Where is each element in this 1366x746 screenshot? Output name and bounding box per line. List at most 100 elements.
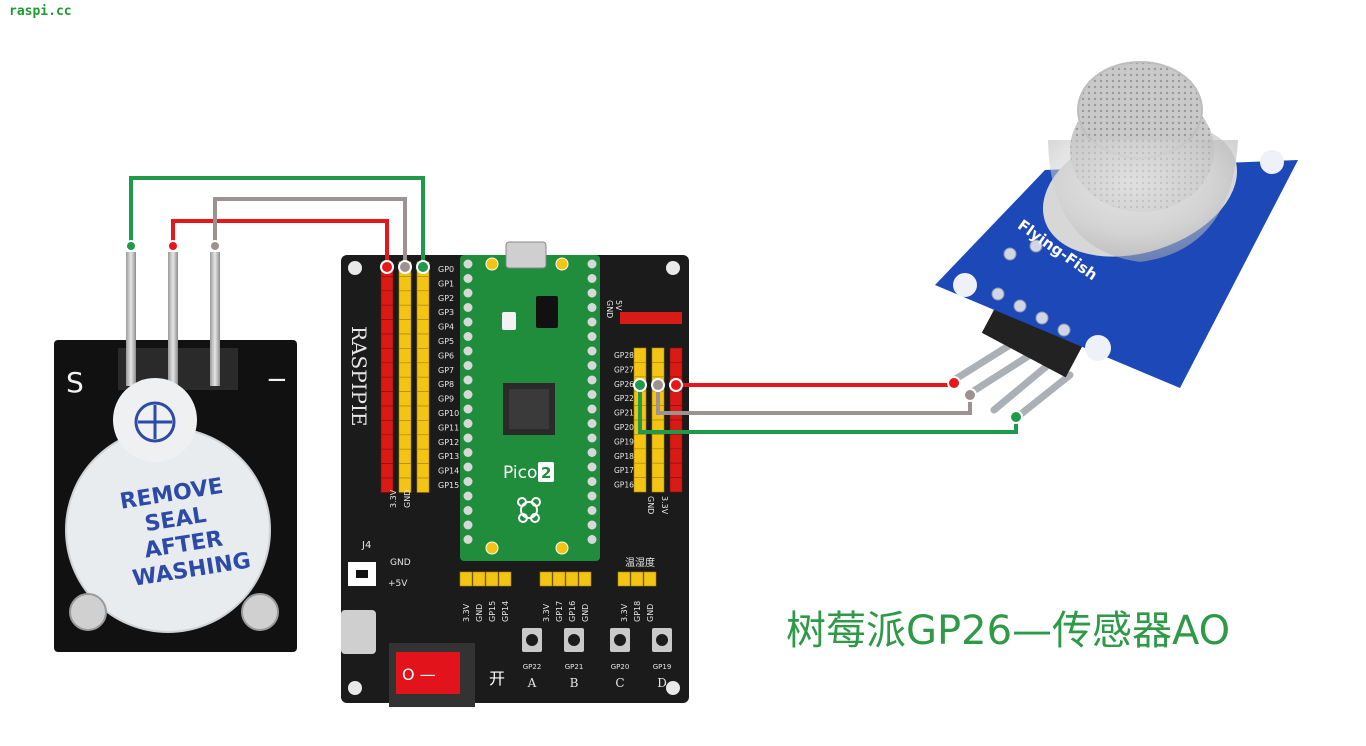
header-pin-gpio xyxy=(633,362,647,378)
pin-label: GND xyxy=(581,604,590,622)
board-hole xyxy=(666,681,680,695)
header-pin-gnd xyxy=(398,391,412,407)
bottom-header-pin xyxy=(617,571,631,587)
power-label: GND xyxy=(605,300,614,318)
header-pin-vcc xyxy=(669,448,683,464)
pico-mount-hole xyxy=(555,541,569,555)
pin-label: GP14 xyxy=(501,601,510,622)
button-letter-label: C xyxy=(615,676,624,690)
header-pin-gpio xyxy=(416,405,430,421)
pin-label: 3.3V xyxy=(542,603,551,622)
board-hole xyxy=(666,261,680,275)
pico-version: 2 xyxy=(541,464,551,482)
button-cap[interactable] xyxy=(656,634,668,646)
pico-pad xyxy=(587,419,597,428)
buzzer-pin-gnd xyxy=(210,252,220,386)
pico-pad xyxy=(463,448,473,457)
header-pin-gnd xyxy=(651,462,665,478)
sensor-hole xyxy=(1085,335,1111,361)
pico-pad xyxy=(463,433,473,443)
header-pin-gpio xyxy=(416,333,430,349)
header-pin-gnd xyxy=(651,347,665,363)
wire-red-buzzer-vcc xyxy=(171,219,389,267)
header-pin-gpio xyxy=(416,319,430,335)
pico-pad xyxy=(463,491,473,501)
header-pin-gpio xyxy=(416,420,430,436)
pin-label: GP6 xyxy=(438,351,454,360)
bottom-header-pin xyxy=(578,571,592,587)
raspipie-board: RASPIPIE GP0GP1GP2GP3GP4GP5GP6GP7GP8GP9G… xyxy=(341,241,689,707)
pico-pad xyxy=(463,361,473,370)
pico-pad xyxy=(587,346,597,356)
pin-label: GP17 xyxy=(614,466,634,475)
usb-c-port xyxy=(341,610,376,654)
header-pin-vcc xyxy=(380,420,394,436)
button-gpio-label: GP22 xyxy=(523,663,542,671)
pin-label: 3.3V xyxy=(462,603,471,622)
buzzer-s-label: S xyxy=(66,366,84,399)
button-gpio-label: GP20 xyxy=(611,663,630,671)
pico-pad xyxy=(587,506,597,515)
caption: 树莓派GP26—传感器AO xyxy=(786,608,1231,654)
pico-pad xyxy=(587,317,597,327)
header-pin-vcc xyxy=(380,333,394,349)
board-hole xyxy=(348,681,362,695)
pico-pad xyxy=(463,462,473,472)
header-pin-vcc xyxy=(380,405,394,421)
pico-pad xyxy=(587,462,597,472)
header-pin-gpio xyxy=(416,391,430,407)
sensor-pin-housing xyxy=(981,300,1083,378)
pico-chip-small xyxy=(536,296,558,328)
brand-label: RASPIPIE xyxy=(347,326,371,427)
pin-label: GND xyxy=(475,604,484,622)
top-right-header xyxy=(620,312,682,324)
pico-pad xyxy=(463,274,473,283)
pico-pads xyxy=(463,257,597,555)
pico-pad xyxy=(463,303,473,312)
header-pin-vcc xyxy=(380,348,394,364)
temp-humidity-label: 温湿度 xyxy=(625,556,655,569)
pico-label: Pico xyxy=(503,463,537,483)
pin-label: GP1 xyxy=(438,279,454,288)
header-pin-gnd xyxy=(398,463,412,479)
bottom-header-pin xyxy=(472,571,486,587)
header-pin-vcc xyxy=(380,276,394,292)
button-cap[interactable] xyxy=(526,634,538,646)
header-pin-vcc xyxy=(380,434,394,450)
header-pin-gpio xyxy=(416,477,430,493)
header-pin-gpio xyxy=(416,463,430,479)
pico-pad xyxy=(587,375,597,385)
header-pin-gnd xyxy=(398,290,412,306)
pin-label: GP16 xyxy=(614,481,634,490)
button-letter-label: B xyxy=(570,676,579,690)
button-cap[interactable] xyxy=(568,634,580,646)
pico-pad xyxy=(463,346,473,356)
header-pin-gnd xyxy=(398,348,412,364)
pin-label: GP9 xyxy=(438,395,454,404)
pin-label: GP28 xyxy=(614,351,634,360)
pico-pad xyxy=(463,506,473,515)
pin-label: GP3 xyxy=(438,308,454,317)
button-gpio-label: GP21 xyxy=(565,663,584,671)
pico-pad xyxy=(587,477,597,486)
pico-pad xyxy=(463,419,473,428)
pin-label: GP12 xyxy=(438,438,459,447)
pico-pad xyxy=(587,404,597,414)
bottom-header-pin xyxy=(552,571,566,587)
button-letter-label: D xyxy=(657,676,667,690)
header-pin-gnd xyxy=(398,477,412,493)
sensor-pad xyxy=(1013,299,1027,313)
power-switch[interactable] xyxy=(396,652,460,694)
header-pin-vcc xyxy=(669,462,683,478)
pico-mount-hole xyxy=(485,257,499,271)
button-cap[interactable] xyxy=(614,634,626,646)
board-hole xyxy=(348,261,362,275)
pin-label: GP0 xyxy=(438,265,454,274)
header-pin-gpio xyxy=(416,348,430,364)
header-pin-gnd xyxy=(651,477,665,493)
buzzer-module: S − REMOVE SEAL AFTER WASHING xyxy=(54,252,297,652)
bottom-header-pin xyxy=(498,571,512,587)
sensor-pad xyxy=(1057,323,1071,337)
power-label: 3.3V xyxy=(660,496,669,515)
